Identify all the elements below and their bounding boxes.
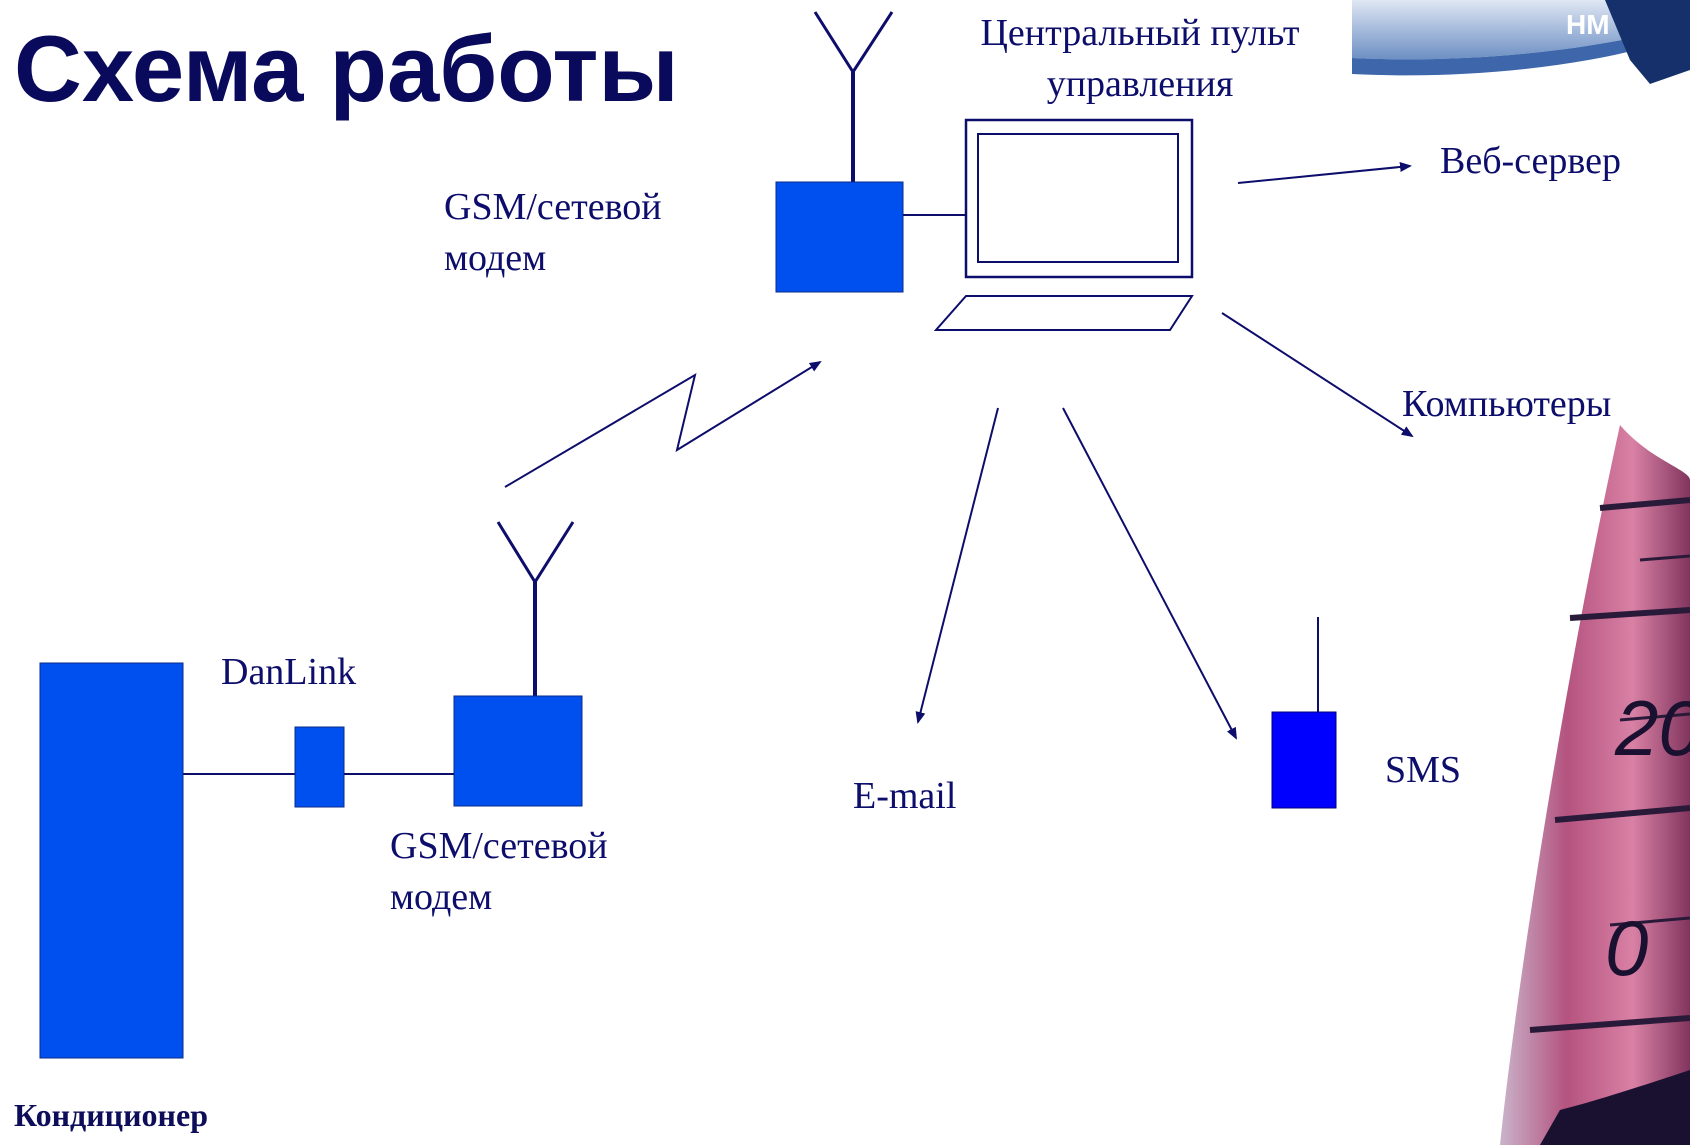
sms-label: SMS — [1385, 749, 1462, 791]
central-console-label: Центральный пульт управления — [930, 8, 1350, 111]
gsm-modem-top — [775, 11, 904, 293]
central-console-label-line1: Центральный пульт — [980, 12, 1300, 54]
danlink-label: DanLink — [221, 651, 357, 693]
arrow-to-email — [915, 407, 999, 724]
arrow-to-computers — [1221, 312, 1414, 438]
central-console-computer — [933, 118, 1194, 331]
arrow-to-web-server — [1237, 162, 1412, 184]
wireless-link-arrow — [504, 360, 822, 488]
thermometer-tick-0: 0 — [1605, 904, 1648, 992]
gsm-modem-top-label-line2: модем — [444, 237, 547, 280]
gsm-modem-bottom — [453, 521, 583, 807]
arrow-to-sms — [1062, 407, 1237, 740]
computers-label: Компьютеры — [1402, 383, 1612, 425]
sms-phone — [1271, 617, 1337, 809]
gsm-modem-bottom-label: GSM/сетевой модем — [390, 821, 608, 924]
central-console-label-line2: управления — [1046, 63, 1234, 106]
gsm-modem-top-label: GSM/сетевой модем — [444, 182, 662, 285]
thermometer-decoration: 20 0 — [1500, 425, 1690, 1145]
air-conditioner-label: Кондиционер — [14, 1097, 208, 1133]
air-conditioner-unit — [39, 662, 184, 1059]
logo-text: HM — [1566, 9, 1610, 40]
danlink-device — [294, 726, 345, 808]
gsm-modem-bottom-label-line2: модем — [390, 876, 493, 919]
email-label: E-mail — [853, 775, 957, 817]
thermometer-tick-20: 20 — [1614, 684, 1690, 772]
gsm-modem-top-label-line1: GSM/сетевой — [444, 186, 662, 228]
page-title: Схема работы — [14, 16, 679, 121]
web-server-label: Веб-сервер — [1440, 140, 1621, 182]
danfoss-logo: HM — [1352, 0, 1690, 84]
gsm-modem-bottom-label-line1: GSM/сетевой — [390, 825, 608, 867]
